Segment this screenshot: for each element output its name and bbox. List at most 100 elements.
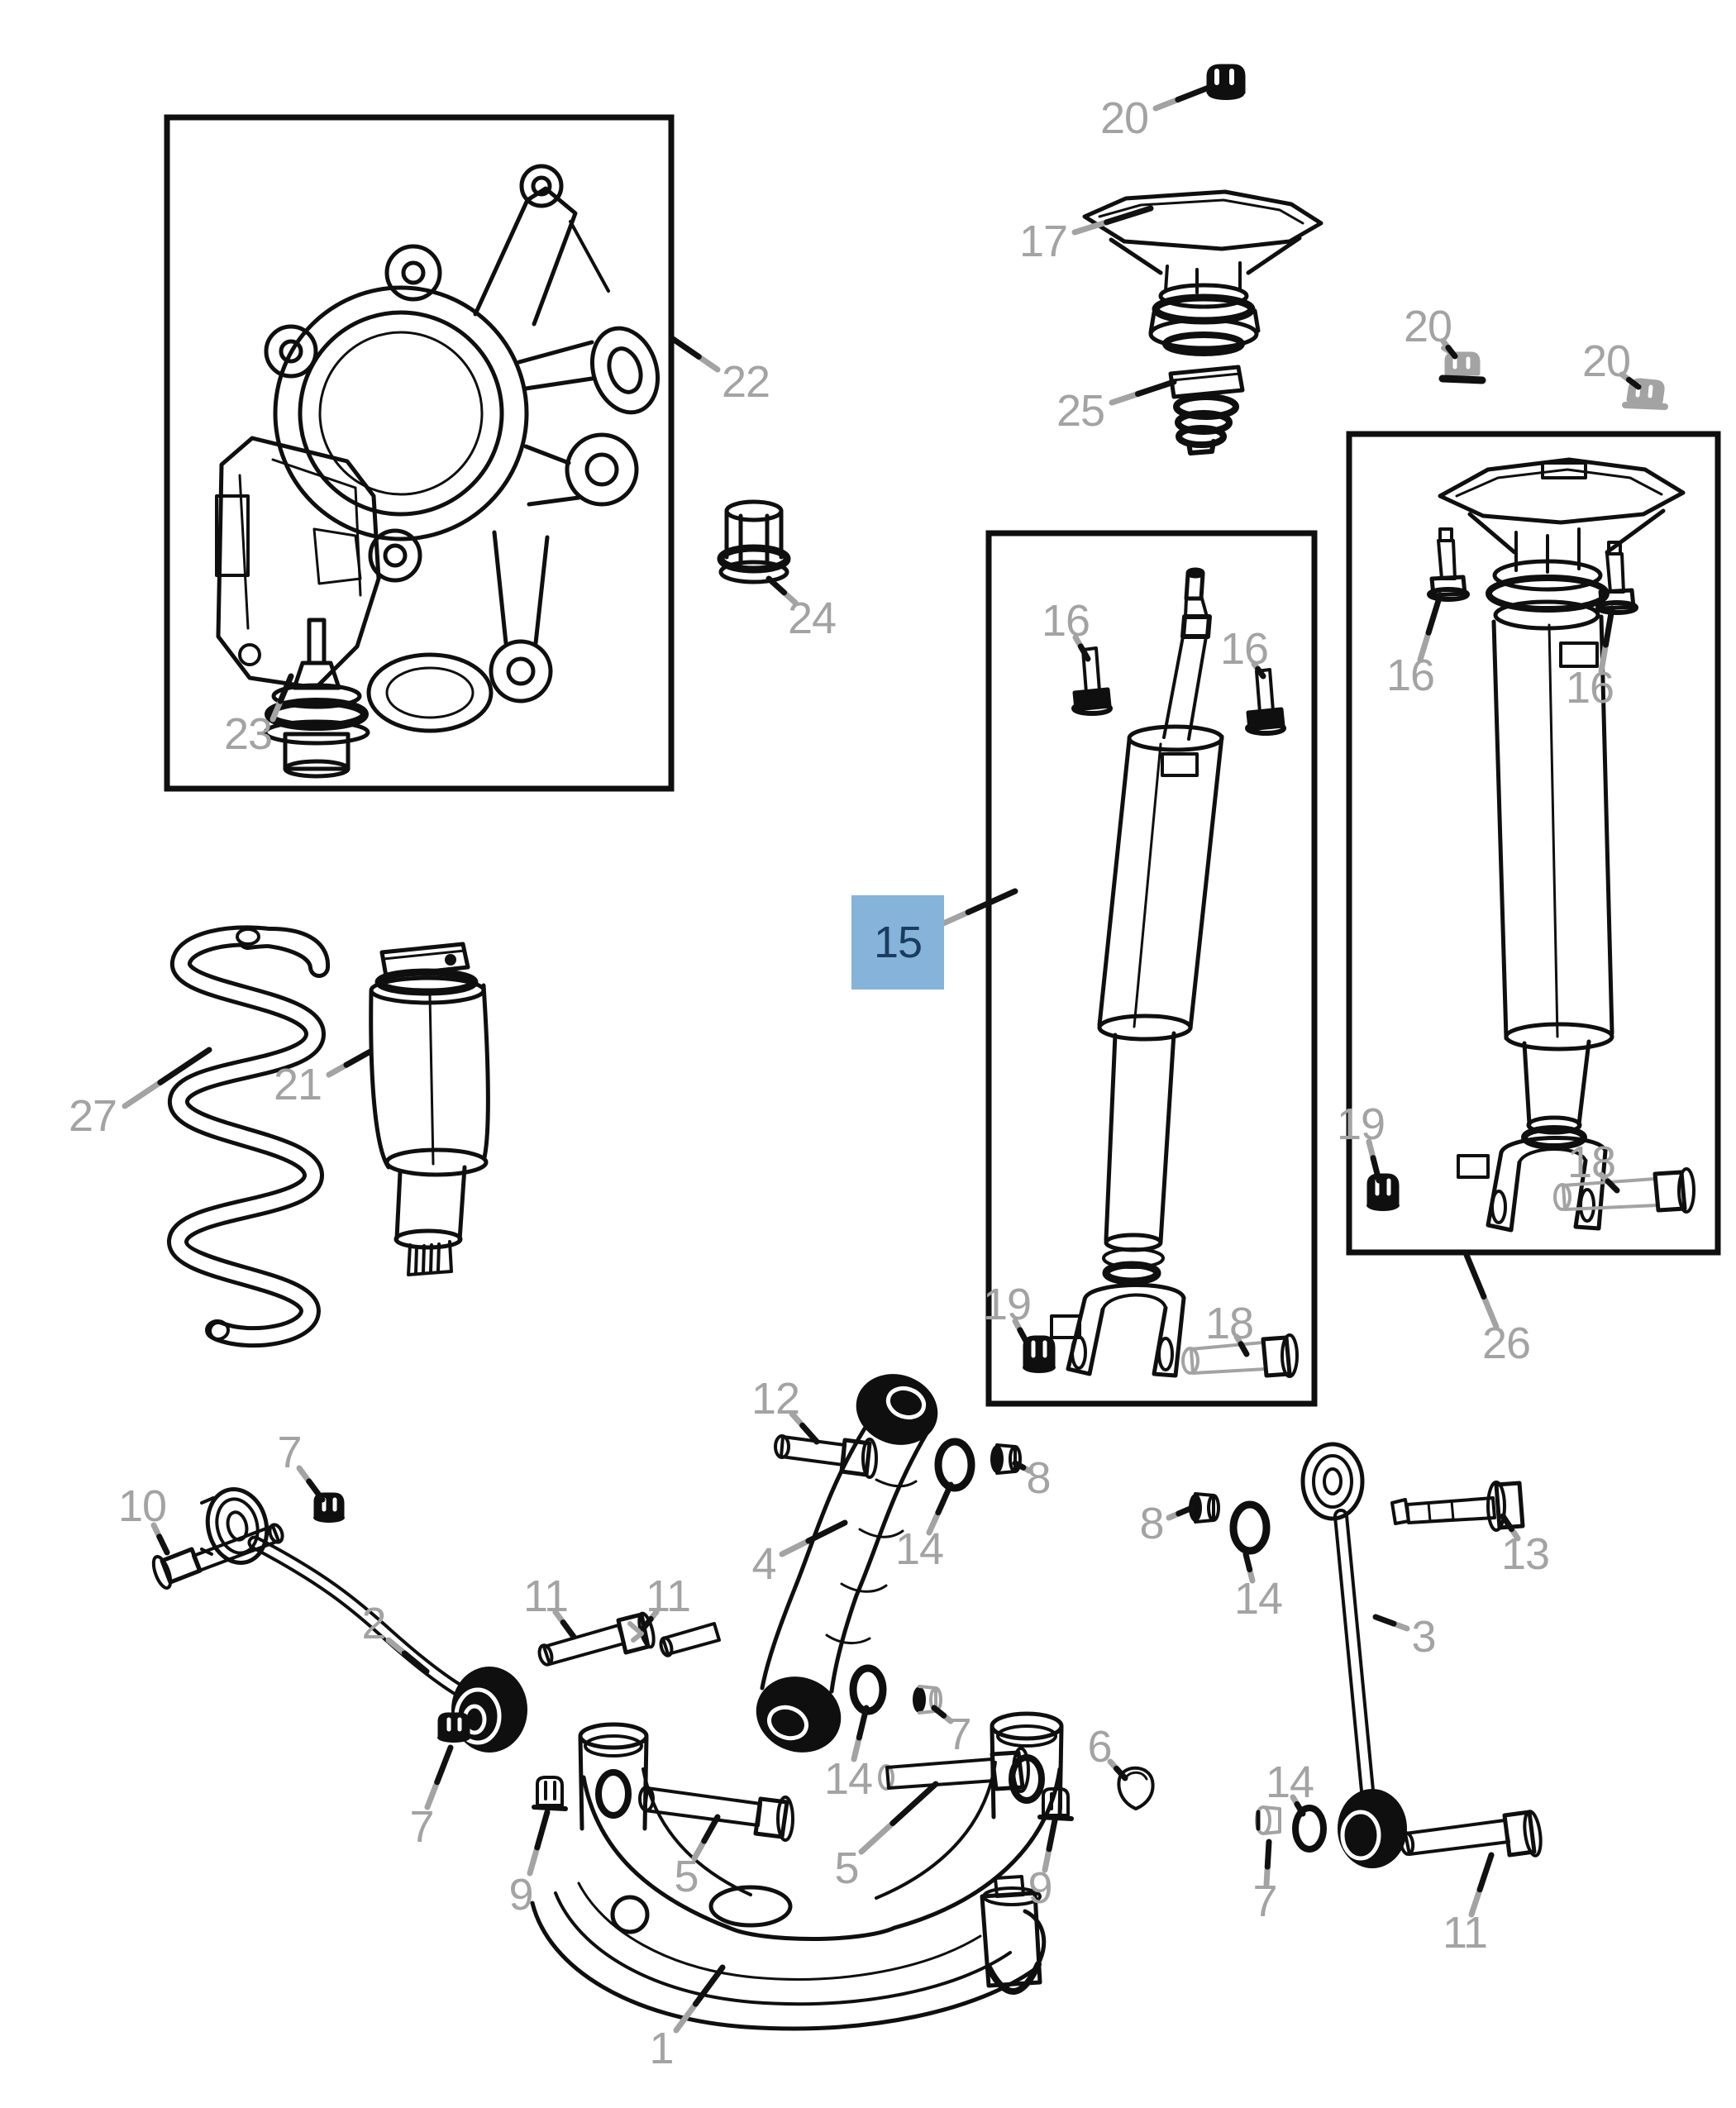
callout-leader-21-19	[343, 1048, 374, 1068]
callout-leader-26-17	[1481, 1293, 1500, 1330]
part-upper-control-arm-rear	[756, 1374, 938, 1753]
callout-leader-13-31	[1500, 1513, 1514, 1533]
part-arm3-washer-14b	[1229, 1500, 1271, 1555]
callout-leader-27-18	[157, 1047, 212, 1085]
callout-leader-15-8	[965, 888, 1018, 916]
part-arm4-plug-7c	[913, 1685, 942, 1715]
shock-absorber-detail-box	[985, 530, 1318, 1407]
callout-label-16-9: 16	[1041, 596, 1090, 646]
callout-label-20-4: 20	[1581, 336, 1631, 386]
callout-label-11-24: 11	[522, 1571, 569, 1621]
callout-label-5-38: 5	[834, 1843, 859, 1893]
callout-leader-25-2	[1109, 391, 1141, 406]
part-fork-nut-19b	[1366, 1173, 1400, 1211]
part-air-spring	[369, 942, 490, 1276]
callout-leader-14-34	[856, 1705, 870, 1741]
callout-leader-20-0	[1175, 84, 1212, 103]
callout-label-11-43: 11	[1442, 1908, 1488, 1958]
callout-leader-16-14	[1602, 605, 1615, 648]
callout-label-14-27: 14	[894, 1524, 944, 1574]
callout-leader-14-34	[851, 1734, 862, 1762]
callout-leader-9-36	[527, 1844, 541, 1877]
callout-label-15-8: 15	[851, 895, 944, 990]
part-arm2-bolt-11a	[537, 1611, 656, 1667]
callout-leader-21-19	[326, 1061, 350, 1078]
part-arm2-sleeve-11b	[627, 1621, 721, 1657]
callout-leader-16-13	[1425, 592, 1443, 636]
callout-leader-20-0	[1152, 97, 1181, 112]
part-coil-spring	[167, 925, 330, 1348]
callout-leader-19-15	[1370, 1155, 1382, 1184]
part-ball-joint	[263, 618, 370, 779]
callout-leader-2-23	[401, 1650, 430, 1675]
part-arm1-nut-9a	[532, 1776, 568, 1811]
callout-label-7-21: 7	[277, 1428, 302, 1477]
callout-label-20-0: 20	[1099, 93, 1149, 143]
part-lower-control-arm	[530, 1711, 1064, 2031]
callout-leader-22-5	[695, 353, 721, 373]
callout-label-9-40: 9	[1028, 1863, 1052, 1913]
callout-leader-5-38	[889, 1781, 939, 1827]
callout-label-2-23: 2	[361, 1599, 386, 1648]
callout-leader-11-43	[1468, 1886, 1483, 1918]
callout-leader-8-28	[1012, 1460, 1027, 1471]
callout-label-22-5: 22	[721, 357, 770, 407]
callout-leader-9-40	[1042, 1846, 1052, 1873]
part-mount-bolt-16c	[1427, 527, 1470, 602]
callout-label-19-11: 19	[982, 1280, 1032, 1329]
callout-leader-6-39	[1114, 1765, 1128, 1781]
part-arm3-plug-7d	[1255, 1805, 1281, 1835]
part-arm3-bolt-11c	[1399, 1810, 1543, 1858]
callout-label-5-37: 5	[674, 1852, 699, 1901]
callout-leader-20-4	[1625, 376, 1642, 390]
callout-leader-11-25	[640, 1615, 654, 1632]
shock-with-mount-detail-box	[1346, 431, 1721, 1256]
callout-label-7-33: 7	[409, 1802, 434, 1852]
part-arm4-plug-8a	[990, 1443, 1022, 1475]
callout-leader-17-1	[1104, 205, 1154, 226]
callout-label-6-39: 6	[1087, 1722, 1112, 1772]
callout-leader-1-44	[693, 1964, 726, 2007]
part-arm4-washer-14a	[934, 1438, 975, 1492]
part-mount-nut	[1206, 64, 1246, 100]
part-knuckle	[215, 164, 661, 733]
part-rear-link-arm	[1300, 1442, 1407, 1868]
callout-leader-18-16	[1605, 1178, 1620, 1194]
callout-leader-9-36	[534, 1809, 551, 1851]
callout-leader-11-24	[560, 1619, 577, 1640]
callout-label-7-35: 7	[947, 1710, 971, 1759]
callout-label-26-17: 26	[1481, 1319, 1531, 1368]
callout-leader-9-40	[1046, 1817, 1058, 1853]
part-shock-with-mount	[1438, 457, 1686, 1233]
part-arm3-bolt-13	[1390, 1481, 1525, 1532]
part-mount-bolt-16b	[1245, 668, 1286, 736]
callout-label-4-26: 4	[751, 1539, 776, 1589]
callout-leader-23-7	[269, 698, 284, 723]
part-fork-bolt-18b	[1553, 1167, 1695, 1214]
part-bump-stop-6	[1117, 1766, 1155, 1810]
callout-label-14-30: 14	[1233, 1574, 1283, 1624]
part-mount-bolt-16a	[1071, 646, 1113, 716]
callout-leader-20-3	[1445, 345, 1458, 360]
callout-leader-27-18	[122, 1079, 164, 1109]
callout-leader-16-14	[1598, 641, 1609, 675]
part-arm1-bolt-5a	[638, 1786, 794, 1842]
callout-leader-17-1	[1071, 219, 1110, 236]
part-hub-nut	[717, 499, 791, 584]
callout-label-7-42: 7	[1252, 1877, 1277, 1926]
callout-leader-26-17	[1463, 1252, 1487, 1300]
callout-leader-5-38	[858, 1820, 896, 1855]
part-arm3-plug-8b	[1189, 1492, 1220, 1524]
callout-leader-25-2	[1135, 379, 1177, 397]
part-shock-absorber	[1050, 567, 1224, 1378]
callout-label-3-32: 3	[1411, 1612, 1436, 1662]
callout-label-14-34: 14	[823, 1754, 873, 1804]
callout-label-12-20: 12	[751, 1374, 800, 1424]
callout-leader-7-35	[931, 1705, 947, 1719]
callout-leader-5-37	[701, 1814, 721, 1844]
callout-label-8-29: 8	[1139, 1499, 1164, 1548]
callout-label-25-2: 25	[1056, 386, 1105, 436]
callout-label-24-6: 24	[787, 594, 837, 643]
callout-leader-7-42	[1263, 1863, 1271, 1888]
